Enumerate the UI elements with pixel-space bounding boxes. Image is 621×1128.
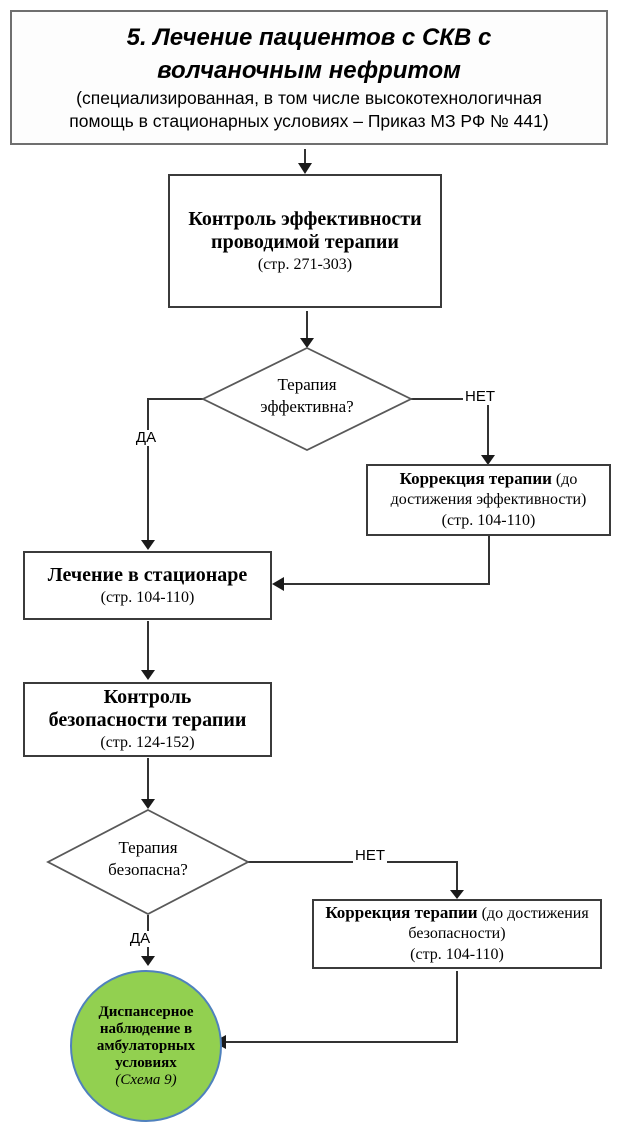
scheme-reference: (Схема 9) [115, 1071, 177, 1088]
node-correction-safety: Коррекция терапии (до достижения безопас… [312, 899, 602, 969]
page-reference: (стр. 271-303) [257, 255, 353, 273]
edge-label-yes-2: ДА [127, 930, 153, 947]
node-text: Контроль [103, 686, 192, 708]
node-text: условиях [115, 1054, 177, 1071]
node-text: проводимой терапии [211, 230, 399, 253]
node-text: Контроль эффективности [188, 207, 422, 230]
node-text: Коррекция терапии (до достижения безопас… [316, 903, 598, 944]
decision-safety-diamond [46, 808, 250, 916]
subtitle-line-1: (специализированная, в том числе высокот… [76, 88, 542, 108]
node-text-rest: (до достижения эффективности) [390, 471, 587, 508]
edge-label-yes-1: ДА [133, 429, 159, 446]
node-text: наблюдение в [99, 1020, 193, 1037]
page-reference: (стр. 124-152) [100, 734, 195, 751]
edge-label-no-1: НЕТ [463, 388, 497, 405]
subtitle-line-2: помощь в стационарных условиях – Приказ … [69, 111, 549, 131]
node-text: Диспансерное [98, 1003, 194, 1020]
title-line-2: волчаночным нефритом [157, 57, 461, 84]
decision-safety-text: Терапия безопасна? [48, 837, 248, 881]
decision-effectiveness-text: Терапия эффективна? [207, 374, 407, 418]
decision-effectiveness-diamond [200, 346, 414, 452]
node-text: эффективна? [260, 397, 354, 416]
page-reference: (стр. 104-110) [100, 588, 195, 606]
node-text: амбулаторных [96, 1037, 196, 1054]
node-text: Лечение в стационаре [47, 563, 248, 586]
node-control-safety: Контроль безопасности терапии (стр. 124-… [23, 682, 272, 757]
node-text: Коррекция терапии (до достижения эффекти… [370, 469, 607, 510]
node-control-effectiveness: Контроль эффективности проводимой терапи… [168, 174, 442, 308]
node-correction-effectiveness: Коррекция терапии (до достижения эффекти… [366, 464, 611, 536]
node-text-bold: Коррекция терапии [325, 903, 478, 922]
title-line-1: 5. Лечение пациентов с СКВ с [126, 24, 492, 51]
page-reference: (стр. 104-110) [441, 512, 536, 529]
page-reference: (стр. 104-110) [410, 946, 504, 963]
node-dispensary-observation: Диспансерное наблюдение в амбулаторных у… [70, 970, 222, 1122]
node-inpatient-treatment: Лечение в стационаре (стр. 104-110) [23, 551, 272, 620]
edge-label-no-2: НЕТ [353, 847, 387, 864]
node-text: безопасна? [108, 860, 188, 879]
node-text: безопасности терапии [48, 709, 247, 731]
node-text-rest: (до достижения безопасности) [408, 905, 589, 942]
node-text: Терапия [118, 838, 178, 857]
node-text: Терапия [277, 375, 337, 394]
title-box: 5. Лечение пациентов с СКВ с волчаночным… [10, 10, 608, 145]
node-text-bold: Коррекция терапии [399, 469, 552, 488]
